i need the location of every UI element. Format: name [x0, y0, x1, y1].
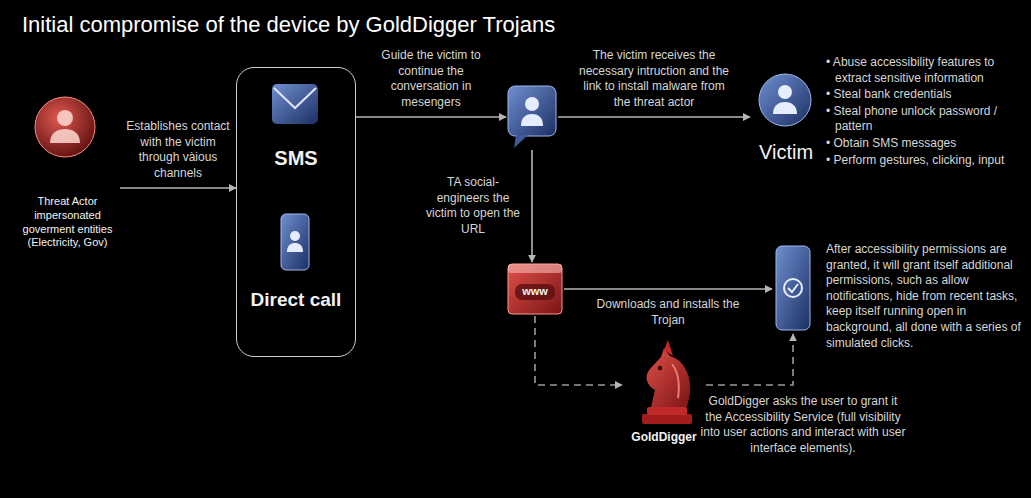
installed-phone-node	[772, 244, 814, 334]
golddigger-node: GoldDigger	[622, 346, 706, 450]
node-text: Victim	[750, 140, 822, 165]
dashed-arrow	[535, 316, 622, 385]
node-text: SMS	[237, 146, 355, 171]
note-text: After accessibility permissions are gran…	[826, 242, 1024, 351]
edge-label: TA social-engineers the victim to open t…	[423, 175, 523, 237]
victim-icon	[759, 74, 811, 126]
sms-icon	[272, 84, 318, 124]
node-text: www	[506, 285, 564, 299]
browser-node: www	[506, 262, 564, 316]
flow-arrow	[356, 116, 506, 118]
golddigger-knight-icon	[642, 340, 692, 424]
capability-list: • Abuse accessibility features to extrac…	[826, 55, 1022, 169]
installed-phone-icon	[776, 246, 810, 330]
node-text: Threat Actor impersonated goverment enti…	[15, 195, 120, 250]
diagram-title: Initial compromise of the device by Gold…	[22, 12, 555, 38]
edge-label: Downloads and installs the Trojan	[593, 297, 743, 328]
edge-label: Establishes contact with the victim thro…	[125, 119, 231, 181]
node-text: Direct call	[237, 288, 355, 312]
edge-label: Guide the victim to continue the convers…	[367, 48, 495, 110]
flow-arrow	[564, 288, 772, 290]
victim-node: Victim	[750, 70, 822, 182]
note-text: GoldDigger asks the user to grant it the…	[700, 394, 906, 456]
dashed-arrow	[706, 334, 793, 385]
flow-arrow	[531, 150, 533, 262]
phone-icon	[281, 214, 309, 270]
messenger-icon	[508, 86, 556, 148]
messenger-node	[506, 84, 558, 150]
capability-bullet: • Steal bank credentials	[826, 87, 1022, 103]
channels-box: SMS Direct call	[236, 67, 356, 357]
capability-bullet: • Steal phone unlock password / pattern	[826, 104, 1022, 135]
node-text: GoldDigger	[622, 430, 706, 445]
edge-label: The victim receives the necessary intruc…	[574, 48, 734, 110]
threat-actor-node: Threat Actor impersonated goverment enti…	[15, 95, 120, 267]
capability-bullet: • Obtain SMS messages	[826, 136, 1022, 152]
threat-actor-icon	[35, 97, 95, 157]
flow-arrow	[558, 116, 750, 118]
flow-arrow	[120, 187, 236, 189]
capability-bullet: • Abuse accessibility features to extrac…	[826, 55, 1022, 86]
capability-bullet: • Perform gestures, clicking, input	[826, 153, 1022, 169]
